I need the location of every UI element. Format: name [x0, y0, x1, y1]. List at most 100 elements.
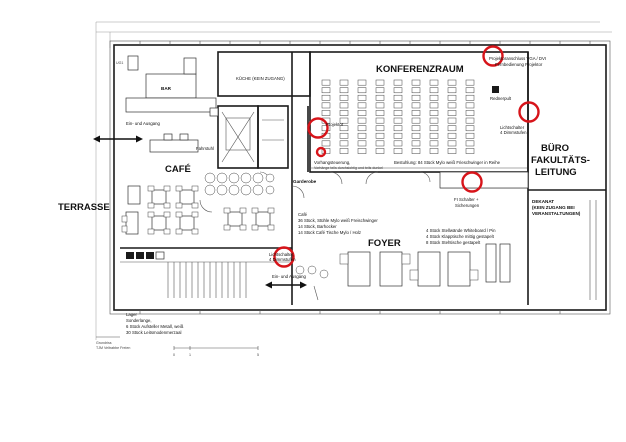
entrance-arrow-foyer — [265, 281, 307, 289]
marker-lichtschalter-top — [518, 101, 540, 123]
room-label-bar: BAR — [161, 86, 172, 91]
label-cafe-list-3: 14 Stück Café Tische Mylo / Holz — [298, 230, 361, 235]
conference-chair — [321, 140, 331, 147]
label-room-number: UG1 — [116, 61, 123, 65]
conference-chair — [429, 110, 439, 116]
marker-projektoranschluss — [482, 45, 504, 67]
conference-chair — [339, 148, 349, 154]
conference-chair — [321, 94, 331, 101]
conference-chair — [357, 79, 367, 86]
conference-chair — [339, 102, 349, 109]
label-cafe-list-title: Café — [298, 212, 308, 217]
conference-chair — [339, 110, 349, 116]
conference-chair — [357, 117, 367, 124]
label-garderobe: Garderobe — [293, 179, 317, 184]
label-projektoranschluss-1: Projektoranschluss VGA / DVI — [489, 56, 546, 61]
conference-chair — [447, 87, 457, 94]
room-label-terrasse: TERRASSE — [58, 202, 110, 213]
label-fi-schalter-2: Sicherungen — [455, 203, 480, 208]
office-furniture — [589, 200, 597, 300]
conference-chair — [447, 79, 457, 86]
conference-chair — [375, 102, 385, 109]
conference-chair — [375, 117, 385, 124]
label-lager-1: 6 Stück Aufsteller Metall, weiß — [126, 324, 184, 329]
room-label-buero-1: BÜRO — [541, 143, 569, 154]
conference-chair — [447, 110, 457, 116]
scale-label-5: 5 — [257, 353, 259, 357]
conference-chair — [429, 87, 439, 94]
conference-chair — [393, 117, 403, 124]
label-lager-title: Lager — [126, 312, 138, 317]
conference-chair — [357, 94, 367, 101]
room-label-foyer: FOYER — [368, 238, 401, 249]
conference-chair — [393, 148, 403, 154]
conference-chair — [429, 140, 439, 147]
label-ein-ausgang-cafe: Ein- und Ausgang — [126, 121, 161, 126]
conference-chair — [411, 140, 421, 147]
conference-chair — [393, 132, 403, 139]
conference-chair — [429, 94, 439, 101]
conference-chair — [339, 125, 349, 132]
conference-chair — [465, 110, 475, 116]
label-projektoranschluss-2: Fernbedienung Projektor — [495, 62, 543, 67]
conference-chairs — [321, 79, 475, 154]
label-vorhang-1: Vorhangsteuerung, — [314, 160, 350, 165]
label-foyer-list-1: 4 Stück Stellwände Whiteboard / Pin — [426, 228, 496, 233]
conference-chair — [375, 94, 385, 101]
conference-chair — [465, 140, 475, 147]
label-legend-title: Grundriss — [96, 341, 112, 345]
conference-chair — [357, 148, 367, 154]
conference-chair — [429, 102, 439, 109]
room-label-dekanat-3: VERANSTALTUNGEN) — [532, 211, 581, 216]
conference-chair — [447, 102, 457, 109]
conference-chair — [429, 132, 439, 139]
room-label-dekanat-1: DEKANAT — [532, 199, 554, 204]
conference-chair — [447, 132, 457, 139]
marker-projektor — [307, 117, 329, 139]
label-rednerpult: Rednerpult — [490, 96, 512, 101]
conference-chair — [375, 132, 385, 139]
conference-chair — [357, 102, 367, 109]
conference-chair — [375, 87, 385, 94]
conference-chair — [357, 125, 367, 132]
conference-chair — [429, 125, 439, 132]
room-label-dekanat-2: (KEIN ZUGANG BEI — [532, 205, 575, 210]
conference-chair — [375, 148, 385, 154]
label-cafe-list-1: 36 Stück, Stühle Mylo weiß Freischwinger — [298, 218, 378, 223]
room-label-cafe: CAFÉ — [165, 164, 191, 175]
conference-chair — [411, 117, 421, 124]
conference-chair — [411, 79, 421, 86]
marker-lichtschalter-bottom — [273, 246, 295, 268]
label-foyer-list-2: 4 Stück Klapptische mittig gestapelt — [426, 234, 495, 239]
conference-chair — [465, 148, 475, 154]
conference-chair — [411, 102, 421, 109]
label-projektor: Projektor — [326, 122, 344, 127]
conference-chair — [465, 102, 475, 109]
conference-chair — [375, 125, 385, 132]
conference-chair — [411, 94, 421, 101]
label-lichtschalter-bottom-1: Lichtschalter, — [269, 252, 294, 257]
label-cafe-list-2: 14 Stück, Barhocker — [298, 224, 337, 229]
conference-chair — [321, 102, 331, 109]
conference-chair — [465, 79, 475, 86]
conference-chair — [357, 132, 367, 139]
room-label-konferenzraum: KONFERENZRAUM — [376, 64, 464, 75]
conference-chair — [339, 87, 349, 94]
conference-chair — [429, 117, 439, 124]
label-vorhang-2: Vorhänge teils durchsichtig und teils du… — [314, 166, 383, 170]
label-ein-ausgang-foyer: Ein- und Ausgang — [272, 274, 307, 279]
conference-chair — [375, 110, 385, 116]
conference-chair — [339, 140, 349, 147]
conference-chair — [411, 110, 421, 116]
label-fahrstuhl: Fahrstuhl — [196, 146, 214, 151]
conference-chair — [393, 140, 403, 147]
label-fi-schalter-1: FI Schalter + — [454, 197, 479, 202]
conference-chair — [465, 94, 475, 101]
label-lichtschalter-top-1: Lichtschalter — [500, 125, 525, 130]
conference-chair — [465, 87, 475, 94]
label-bestuhlung: Bestuhlung: 84 Stück Mylo weiß Frieschwi… — [394, 160, 501, 165]
label-lichtschalter-bottom-2: 4 Dimmstufen — [269, 257, 296, 262]
label-foyer-list-3: 8 Stück Stehtische gestapelt — [426, 240, 481, 245]
conference-chair — [339, 79, 349, 86]
conference-chair — [375, 140, 385, 147]
